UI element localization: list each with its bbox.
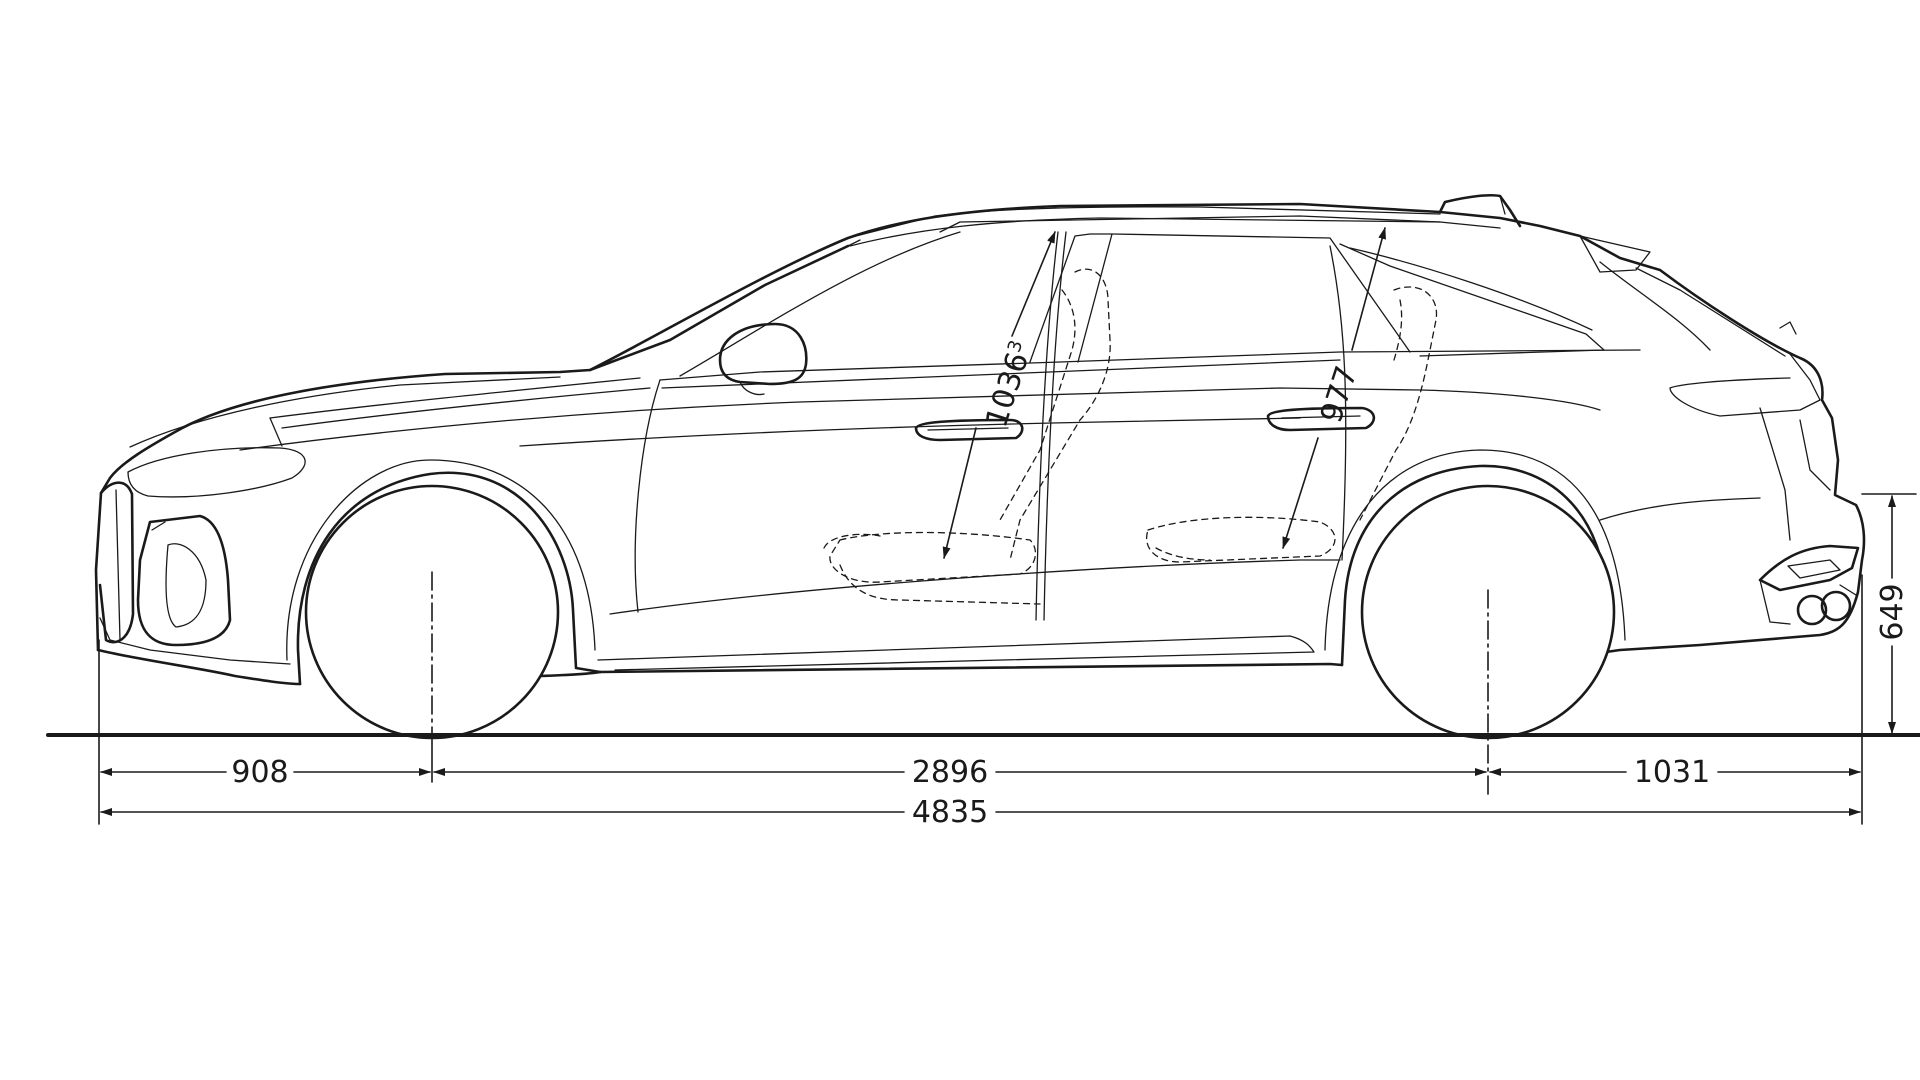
front-wheel bbox=[304, 484, 560, 740]
front-headroom-label: 10363 bbox=[979, 337, 1039, 431]
rear-seat-outline bbox=[1146, 286, 1438, 563]
overall-length-dimension: 4835 bbox=[100, 795, 1861, 830]
rear-overhang-label: 1031 bbox=[1634, 755, 1710, 790]
dimension-extension-lines bbox=[98, 493, 1917, 825]
height-label: 649 bbox=[1875, 583, 1910, 640]
overall-length-label: 4835 bbox=[912, 795, 988, 830]
front-seat-outline bbox=[823, 268, 1111, 605]
height-dimension: 649 bbox=[1875, 495, 1910, 734]
rear-overhang-dimension: 1031 bbox=[1489, 755, 1861, 790]
rear-wheel bbox=[1360, 484, 1616, 796]
front-overhang-label: 908 bbox=[231, 755, 288, 790]
wheelbase-dimension: 2896 bbox=[433, 755, 1487, 790]
front-overhang-dimension: 908 bbox=[100, 755, 431, 790]
wheelbase-label: 2896 bbox=[912, 755, 988, 790]
rear-headroom-label: 977 bbox=[1314, 362, 1365, 427]
